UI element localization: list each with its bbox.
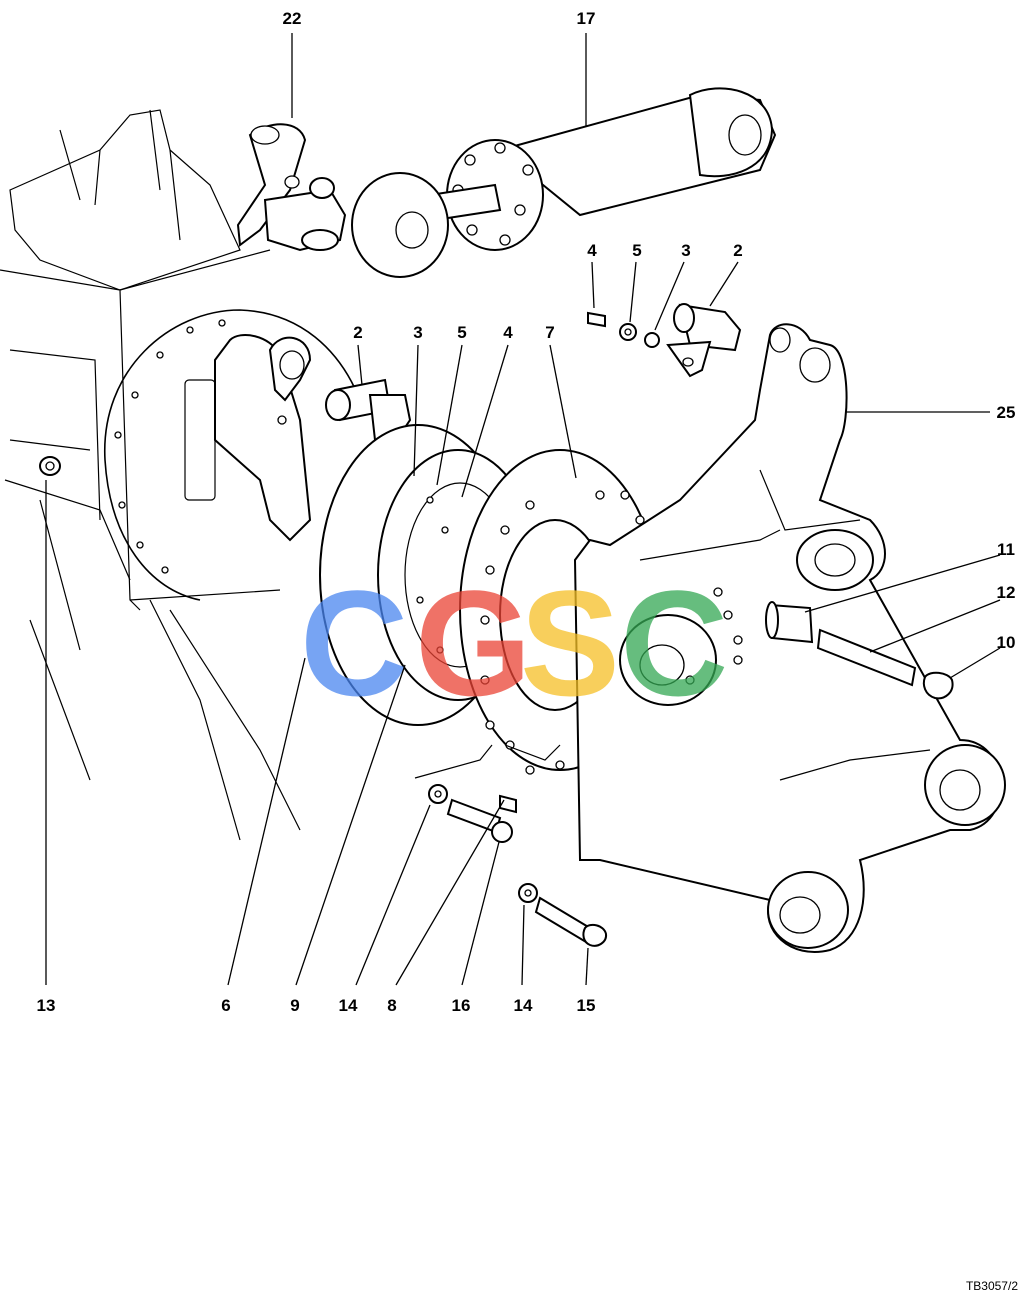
hydraulic-cylinder (351, 87, 777, 278)
nut-13 (39, 456, 61, 476)
callout-10: 10 (997, 633, 1016, 652)
callout-labels: 22 17 4 5 3 2 2 3 5 4 7 25 11 12 10 13 6… (37, 9, 1016, 1015)
callout-6: 6 (221, 996, 230, 1015)
callout-3-upper-right: 3 (681, 241, 690, 260)
callout-16: 16 (452, 996, 471, 1015)
watermark-letter-3: S (520, 559, 620, 727)
upper-linkage (236, 123, 347, 252)
callout-13: 13 (37, 996, 56, 1015)
callout-5-left: 5 (457, 323, 466, 342)
callout-8: 8 (387, 996, 396, 1015)
bottom-hardware (414, 744, 608, 947)
callout-2-left: 2 (353, 323, 362, 342)
right-upper-hardware (587, 303, 742, 378)
callout-15: 15 (577, 996, 596, 1015)
callout-3-left: 3 (413, 323, 422, 342)
callout-4-left: 4 (503, 323, 513, 342)
right-lower-hardware (765, 601, 954, 700)
callout-22: 22 (283, 9, 302, 28)
machine-frame (0, 109, 301, 841)
drawing-reference-code: TB3057/2 (965, 1279, 1018, 1293)
callout-11: 11 (997, 540, 1015, 559)
callout-4-upper-right: 4 (587, 241, 597, 260)
callout-14-left: 14 (339, 996, 358, 1015)
callout-25: 25 (997, 403, 1016, 422)
callout-9: 9 (290, 996, 299, 1015)
watermark-letter-1: C (300, 559, 408, 727)
callout-7: 7 (545, 323, 554, 342)
watermark-letter-2: G (415, 559, 532, 727)
watermark-letter-4: C (620, 559, 728, 727)
watermark: C G S C (300, 559, 728, 727)
callout-14-right: 14 (514, 996, 533, 1015)
callout-5-upper-right: 5 (632, 241, 641, 260)
pivot-bracket-left (214, 334, 312, 542)
callout-12: 12 (997, 583, 1016, 602)
callout-17: 17 (577, 9, 596, 28)
callout-2-upper-right: 2 (733, 241, 742, 260)
leader-lines (45, 33, 1001, 986)
frame-flange (104, 309, 361, 601)
